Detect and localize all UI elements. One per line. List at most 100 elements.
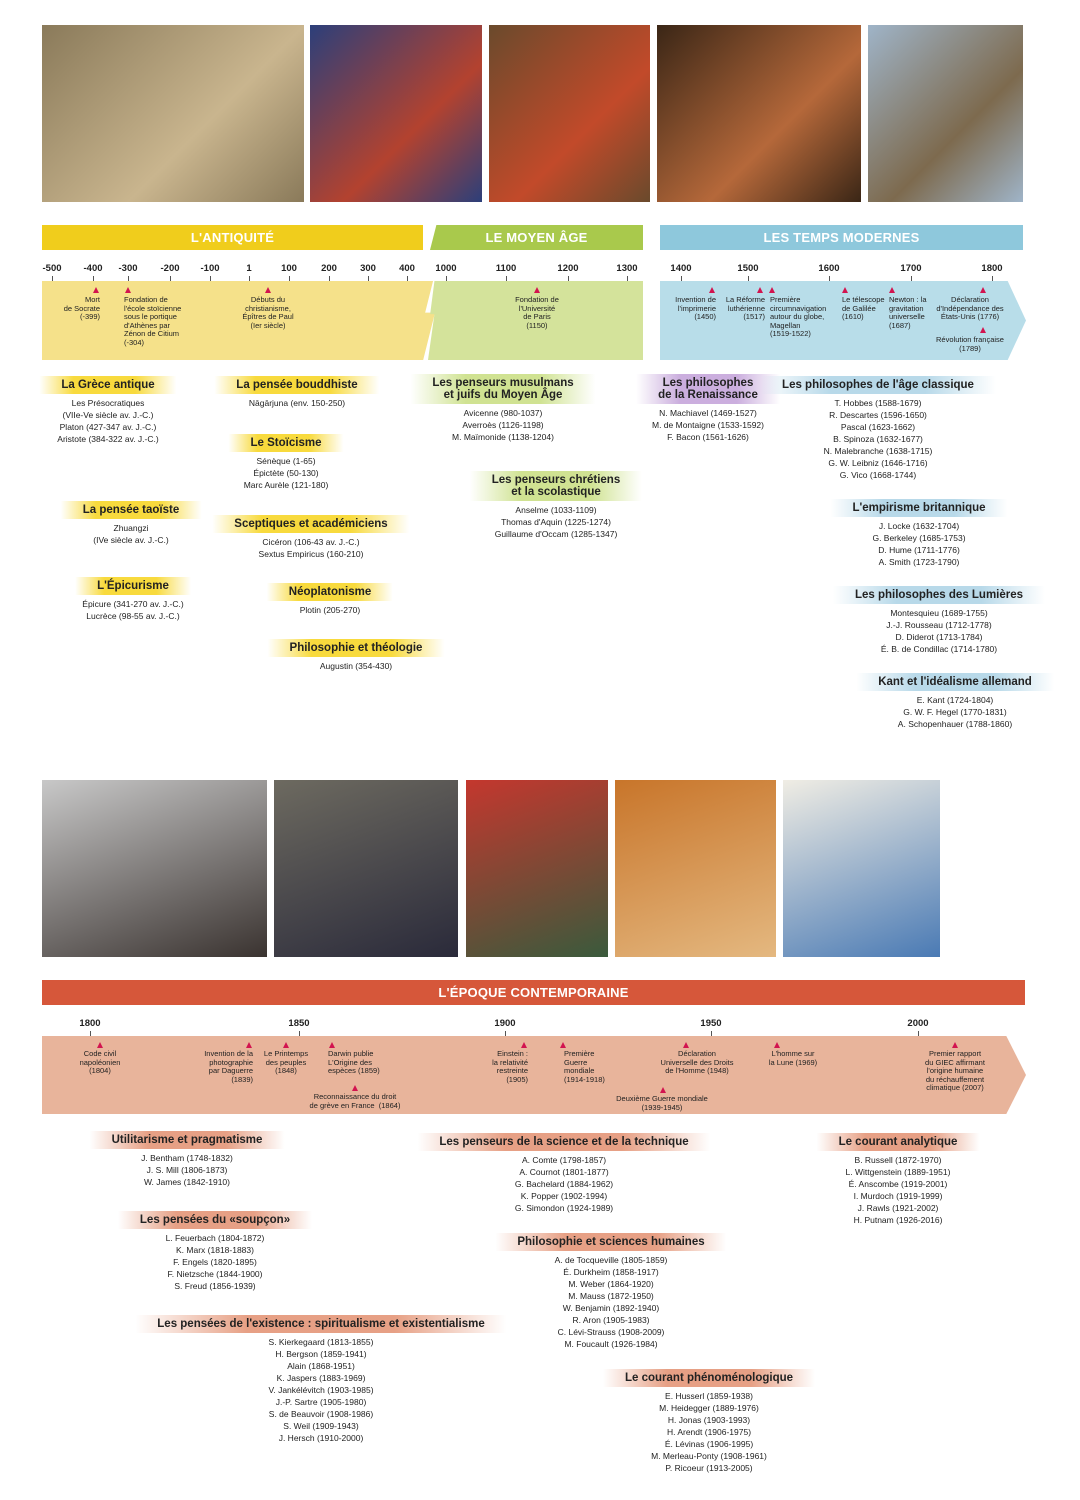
tick-mark: [918, 1031, 919, 1036]
event-marker-icon: [769, 287, 775, 293]
era-header-contemporary: L'ÉPOQUE CONTEMPORAINE: [42, 980, 1025, 1005]
philosopher-item: E. Kant (1724-1804): [916, 695, 994, 705]
group-heading: Le Stoïcisme: [228, 434, 344, 452]
philosopher-list: Sénèque (1-65)Épictète (50-130)Marc Aurè…: [229, 455, 344, 491]
philosopher-list: Augustin (354-430): [268, 660, 445, 672]
philosopher-item: D. Hume (1711-1776): [878, 545, 960, 555]
event-marker-icon: [246, 1042, 252, 1048]
philosopher-item: W. James (1842-1910): [144, 1177, 230, 1187]
philosopher-item: J. S. Mill (1806-1873): [146, 1165, 228, 1175]
tick-label: 2000: [907, 1018, 929, 1029]
philosopher-item: S. Kierkegaard (1813-1855): [268, 1337, 374, 1347]
philosopher-list: B. Russell (1872-1970)L. Wittgenstein (1…: [817, 1154, 980, 1226]
philosopher-item: Averroès (1126-1198): [462, 420, 544, 430]
event-marker-icon: [125, 287, 131, 293]
philosopher-item: A. Comte (1798-1857): [521, 1155, 607, 1165]
philosopher-list: J. Bentham (1748-1832) J. S. Mill (1806-1…: [90, 1152, 285, 1188]
event-label: Premier rapport du GIEC affirmant l'orig…: [925, 1049, 985, 1092]
philosopher-item: (VIIe-Ve siècle av. J.-C.): [62, 410, 154, 420]
philosopher-item: M. Weber (1864-1920): [568, 1279, 654, 1289]
event-label: Première Guerre mondiale (1914-1918): [564, 1049, 605, 1084]
event-label: Fondation de l'école stoïcienne sous le …: [124, 295, 182, 347]
image-wanderer-above-sea-of-fog: [42, 780, 267, 957]
event-marker-icon: [93, 287, 99, 293]
philosopher-item: É. Anscombe (1919-2001): [848, 1179, 948, 1189]
tick-label: -100: [200, 263, 220, 274]
philosopher-item: H. Bergson (1859-1941): [275, 1349, 367, 1359]
philosopher-item: R. Aron (1905-1983): [572, 1315, 650, 1325]
philosopher-item: G. Bachelard (1884-1962): [514, 1179, 614, 1189]
event-marker-icon: [660, 1087, 666, 1093]
event-marker-icon: [952, 1042, 958, 1048]
tick-label: -400: [83, 263, 103, 274]
philosopher-item: A. Schopenhauer (1788-1860): [897, 719, 1013, 729]
philosopher-item: S. Freud (1856-1939): [174, 1281, 256, 1291]
philosopher-item: Anselme (1033-1109): [515, 505, 597, 515]
group-heading: Philosophie et théologie: [267, 639, 445, 657]
philosopher-list: S. Kierkegaard (1813-1855) H. Bergson (18…: [135, 1336, 506, 1444]
philosopher-list: Avicenne (980-1037)Averroès (1126-1198)M…: [410, 407, 595, 443]
philosopher-list: Épicure (341-270 av. J.-C.)Lucrèce (98-5…: [75, 598, 191, 622]
philosopher-item: Alain (1868-1951): [287, 1361, 355, 1371]
event-marker-icon: [97, 1042, 103, 1048]
philosophy-group: Les pensées du «soupçon»L. Feuerbach (18…: [117, 1210, 313, 1292]
tick-label: 100: [281, 263, 297, 274]
tick-mark: [368, 276, 369, 281]
philosopher-item: Nāgārjuna (env. 150-250): [248, 398, 346, 408]
event-label: Débuts du christianisme, Épîtres de Paul…: [242, 295, 294, 330]
philosopher-item: Cicéron (106-43 av. J.-C.): [262, 537, 360, 547]
event-marker-icon: [980, 327, 986, 333]
tick-mark: [627, 276, 628, 281]
group-heading: Les penseurs musulmans et juifs du Moyen…: [410, 374, 596, 404]
event-marker-icon: [842, 287, 848, 293]
philosopher-list: E. Husserl (1859-1938)M. Heidegger (1889…: [603, 1390, 815, 1474]
tick-label: 1100: [495, 263, 517, 274]
tick-mark: [289, 276, 290, 281]
event-marker-icon: [709, 287, 715, 293]
philosopher-item: B. Spinoza (1632-1677): [833, 434, 923, 444]
tick-mark: [829, 276, 830, 281]
event-marker-icon: [534, 287, 540, 293]
tick-label: -200: [160, 263, 180, 274]
philosopher-item: H. Jonas (1903-1993): [667, 1415, 751, 1425]
philosopher-item: Aristote (384-322 av. J.-C.): [57, 434, 159, 444]
philosopher-item: Augustin (354-430): [319, 661, 393, 671]
era-header-modern: LES TEMPS MODERNES: [660, 225, 1023, 250]
tick-label: 400: [399, 263, 415, 274]
group-heading: Le courant phénoménologique: [602, 1369, 816, 1387]
tick-mark: [911, 276, 912, 281]
event-label: Le Printemps des peuples (1848): [263, 1049, 309, 1075]
philosopher-item: B. Russell (1872-1970): [854, 1155, 942, 1165]
tick-label: 1700: [900, 263, 922, 274]
philosopher-list: Cicéron (106-43 av. J.-C.)Sextus Empiric…: [212, 536, 409, 560]
philosopher-item: Plotin (205-270): [299, 605, 361, 615]
philosopher-item: M. Foucault (1926-1984): [564, 1339, 658, 1349]
event-label: Fondation de l'Université de Paris (1150…: [515, 295, 559, 330]
event-label: Darwin publie L'Origine des espèces (185…: [328, 1049, 380, 1075]
philosopher-item: J. Bentham (1748-1832): [141, 1153, 233, 1163]
group-heading: Les pensées de l'existence : spiritualis…: [135, 1315, 507, 1333]
philosopher-item: Lucrèce (98-55 av. J.-C.): [86, 611, 180, 621]
philosopher-list: A. de Tocqueville (1805-1859)É. Durkheim…: [495, 1254, 726, 1350]
event-label: Reconnaissance du droit de grève en Fran…: [309, 1092, 401, 1110]
tick-mark: [90, 1031, 91, 1036]
philosopher-item: M. de Montaigne (1533-1592): [651, 420, 764, 430]
tick-label: 1: [246, 263, 252, 274]
image-renaissance-scholars-painting: [489, 25, 650, 202]
philosopher-item: L. Feuerbach (1804-1872): [165, 1233, 265, 1243]
event-label: Invention de l'imprimerie (1450): [675, 295, 716, 321]
philosopher-item: G. W. Leibniz (1646-1716): [828, 458, 928, 468]
philosopher-item: K. Popper (1902-1994): [520, 1191, 608, 1201]
event-label: L'homme sur la Lune (1969): [768, 1049, 818, 1067]
philosopher-item: F. Nietzsche (1844-1900): [167, 1269, 263, 1279]
event-label: Invention de la photographie par Daguerr…: [204, 1049, 253, 1084]
philosopher-list: T. Hobbes (1588-1679)R. Descartes (1596-…: [760, 397, 996, 481]
tick-label: 1200: [557, 263, 579, 274]
philosopher-item: É. Durkheim (1858-1917): [563, 1267, 659, 1277]
